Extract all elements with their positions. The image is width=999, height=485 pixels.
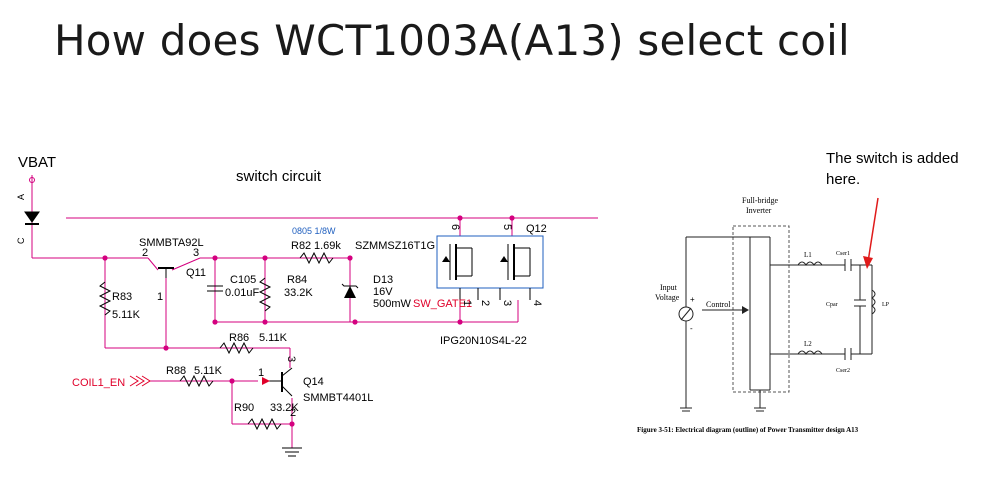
r90-value-label: 33.2K — [270, 402, 299, 414]
l2-label: L2 — [804, 340, 812, 348]
input-label-1: Input — [660, 283, 678, 292]
q11-pin3-label: 3 — [193, 247, 199, 259]
q12-pin2-label: 2 — [479, 300, 491, 306]
q12-pin3-label: 3 — [501, 300, 513, 306]
r83-resistor — [98, 281, 112, 316]
q12-pin6-label: 6 — [449, 224, 461, 230]
plus-label: + — [690, 295, 695, 304]
q14-name-label: Q14 — [303, 376, 324, 388]
cser1-label: Cser1 — [836, 251, 850, 257]
q11-pin1-label: 1 — [157, 291, 163, 303]
q11-name-label: Q11 — [186, 267, 206, 279]
junction-dots — [102, 215, 515, 427]
q12-part-label: IPG20N10S4L-22 — [440, 335, 527, 347]
r82-value-label: 1.69k — [314, 240, 341, 252]
vbat-terminal — [29, 177, 35, 183]
zener-part-label: SZMMSZ16T1G — [355, 240, 435, 252]
q12-pin5-label: 5 — [501, 224, 513, 230]
r88-resistor — [179, 374, 214, 388]
diode-anode-label: A — [16, 194, 26, 200]
d13-zener — [341, 283, 359, 298]
q14-pin1-label: 1 — [258, 367, 264, 379]
d13-power-label: 500mW — [373, 298, 412, 310]
r84-value-label: 33.2K — [284, 287, 313, 299]
r82-resistor — [299, 251, 334, 265]
ground-symbol — [282, 447, 302, 457]
r84-name-label: R84 — [287, 274, 307, 286]
r88-name-label: R88 — [166, 365, 186, 377]
sw-gate-label: SW_GATE1 — [413, 298, 472, 310]
r86-name-label: R86 — [229, 332, 249, 344]
q11-part-label: SMMBTA92L — [139, 237, 204, 249]
r83-value-label: 5.11K — [112, 309, 141, 321]
q12-name-label: Q12 — [526, 223, 547, 235]
tx-caption: Figure 3-51: Electrical diagram (outline… — [637, 426, 859, 434]
r88-value-label: 5.11K — [194, 365, 223, 377]
c105-value-label: 0.01uF — [225, 287, 260, 299]
lp-label: LP — [882, 302, 890, 308]
switch-circuit-label: switch circuit — [236, 168, 322, 185]
c105-name-label: C105 — [230, 274, 256, 286]
cpar-label: Cpar — [826, 302, 838, 308]
slide-title: How does WCT1003A(A13) select coil — [54, 16, 850, 65]
c105-capacitor — [207, 285, 223, 292]
q12-pin1-label: 1 — [461, 300, 473, 306]
coil-en-label: COIL1_EN — [72, 377, 125, 389]
r90-name-label: R90 — [234, 402, 254, 414]
inverter-label-2: Inverter — [746, 206, 772, 215]
diode-cathode-label: C — [16, 237, 26, 244]
control-label: Control — [706, 300, 731, 309]
q12-pin4-label: 4 — [531, 300, 543, 306]
d13-voltage-label: 16V — [373, 286, 393, 298]
minus-label: - — [690, 324, 693, 333]
switch-annotation: The switch is added here. — [826, 150, 959, 188]
r90-resistor — [247, 417, 282, 431]
q11-pin2-label: 2 — [142, 247, 148, 259]
d13-name-label: D13 — [373, 274, 393, 286]
tx-diagram — [678, 225, 876, 412]
q14-pin2-label: 2 — [290, 407, 296, 419]
q14-part-label: SMMBT4401L — [303, 392, 373, 404]
inverter-label-1: Full-bridge — [742, 196, 778, 205]
q12-mosfets — [449, 244, 531, 300]
cser2-label: Cser2 — [836, 368, 850, 374]
r86-resistor — [219, 341, 254, 355]
vbat-label: VBAT — [18, 154, 57, 171]
r82-name-label: R82 — [291, 240, 311, 252]
annotation-arrow — [863, 197, 879, 269]
q11-transistor — [158, 267, 174, 278]
input-label-2: Voltage — [655, 293, 680, 302]
r83-name-label: R83 — [112, 291, 132, 303]
l1-label: L1 — [804, 251, 812, 259]
r84-resistor — [258, 277, 272, 312]
coil-en-arrow — [129, 375, 139, 387]
r82-package-label: 0805 1/8W — [292, 226, 336, 236]
magenta-nets — [32, 217, 598, 448]
q14-pin3-label: 3 — [285, 356, 297, 362]
r86-value-label: 5.11K — [259, 332, 288, 344]
q12-package — [436, 235, 544, 289]
